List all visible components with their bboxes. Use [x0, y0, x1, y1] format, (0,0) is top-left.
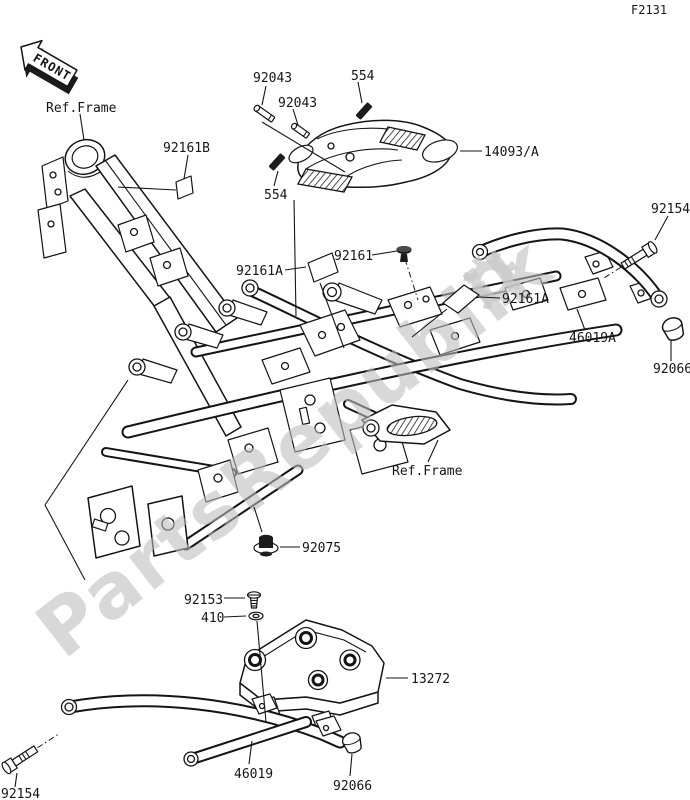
rear-frame-drawing [87, 250, 659, 559]
damper-554-1-drawing [355, 102, 373, 120]
pin-92043-2-drawing [290, 122, 310, 139]
damper-554-2-drawing [268, 153, 286, 171]
part-label-ref-frame-mid: Ref.Frame [392, 464, 463, 479]
part-label-92161: 92161 [334, 249, 373, 264]
bolt-92154-top-drawing [604, 241, 658, 279]
part-label-14093: 14093/A [484, 145, 539, 160]
part-label-92043-1: 92043 [253, 71, 292, 86]
pad-92161a-left-drawing [307, 252, 339, 283]
frame-front-drawing [37, 138, 242, 437]
part-label-410: 410 [201, 611, 224, 626]
part-label-92161b: 92161B [163, 141, 210, 156]
damper-92075-drawing [253, 534, 279, 557]
part-label-92043-2: 92043 [278, 96, 317, 111]
washer-410-drawing [248, 611, 264, 621]
pin-92043-1-drawing [253, 104, 276, 123]
part-label-92161a-left: 92161A [236, 264, 283, 279]
screw-92153-drawing [246, 591, 262, 609]
part-label-92066-right: 92066 [653, 362, 690, 377]
part-label-13272: 13272 [411, 672, 450, 687]
gear-watermark-icon [463, 252, 521, 310]
part-label-92154-bottom: 92154 [1, 787, 40, 800]
figure-code: F2131 [631, 3, 667, 17]
bolt-92154-bottom-drawing [1, 734, 58, 775]
carrier-14093-drawing [288, 119, 458, 193]
part-label-92161a-right: 92161A [502, 292, 549, 307]
watermark-text: PartsRepublik [20, 219, 568, 674]
part-label-46019a: 46019A [569, 331, 616, 346]
cap-92066-right-drawing [661, 317, 685, 341]
grab-rail-46019-drawing [60, 693, 347, 767]
part-label-46019: 46019 [234, 767, 273, 782]
pad-92161a-right-drawing [442, 284, 480, 314]
part-label-92075: 92075 [302, 541, 341, 556]
cap-92066-bottom-drawing [341, 732, 362, 754]
screw-92161-drawing [396, 246, 412, 262]
leader-lines [14, 81, 672, 788]
part-label-554-2: 554 [264, 188, 288, 203]
part-label-554-1: 554 [351, 69, 375, 84]
part-label-ref-frame-top: Ref.Frame [46, 101, 117, 116]
part-label-92154-top: 92154 [651, 202, 690, 217]
front-arrow: FRONT [20, 39, 79, 95]
part-label-92153: 92153 [184, 593, 223, 608]
grab-rail-46019a-drawing [471, 227, 668, 308]
part-label-92066-bottom: 92066 [333, 779, 372, 794]
watermark: PartsRepublik [20, 219, 568, 674]
